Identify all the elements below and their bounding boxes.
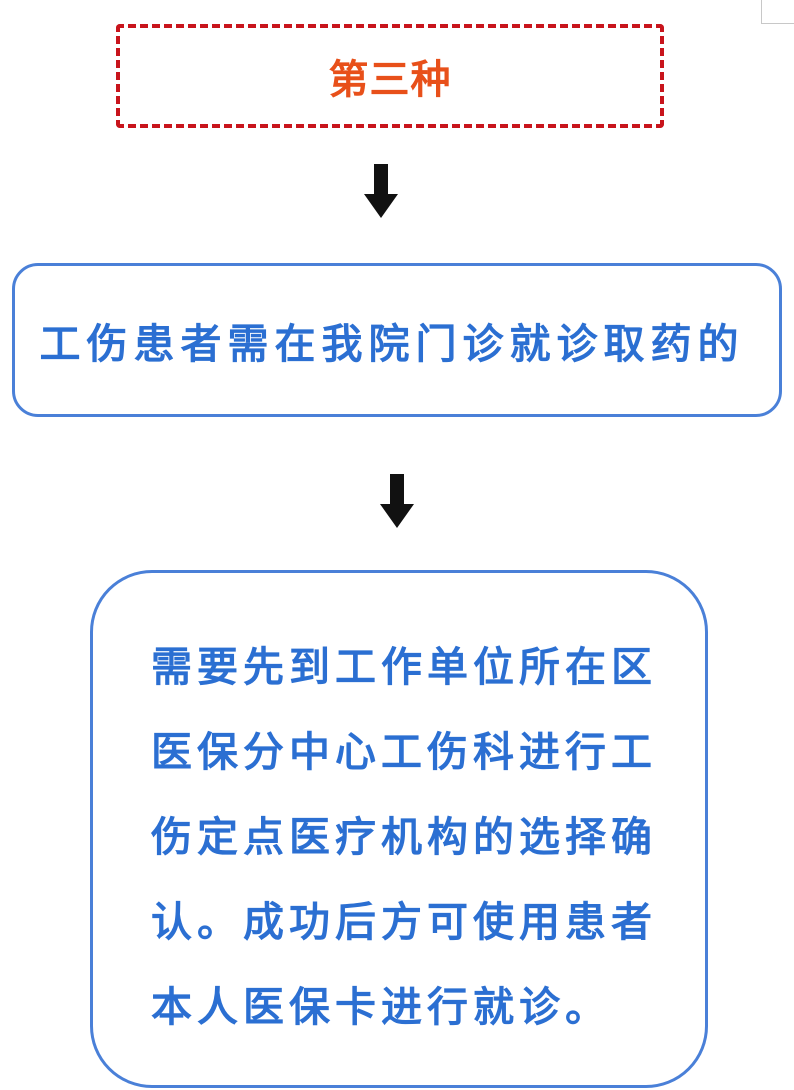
- step2-text: 需要先到工作单位所在区医保分中心工伤科进行工伤定点医疗机构的选择确认。成功后方可…: [151, 643, 657, 1031]
- arrow-down-icon: [380, 474, 414, 528]
- step1-box: 工伤患者需在我院门诊就诊取药的: [12, 263, 782, 417]
- title-text: 第三种: [328, 57, 452, 103]
- step1-text: 工伤患者需在我院门诊就诊取药的: [39, 320, 745, 368]
- arrow-down-icon: [364, 164, 398, 218]
- title-box: 第三种: [116, 24, 664, 128]
- step2-box: 需要先到工作单位所在区医保分中心工伤科进行工伤定点医疗机构的选择确认。成功后方可…: [90, 570, 708, 1088]
- corner-frame: [761, 0, 794, 24]
